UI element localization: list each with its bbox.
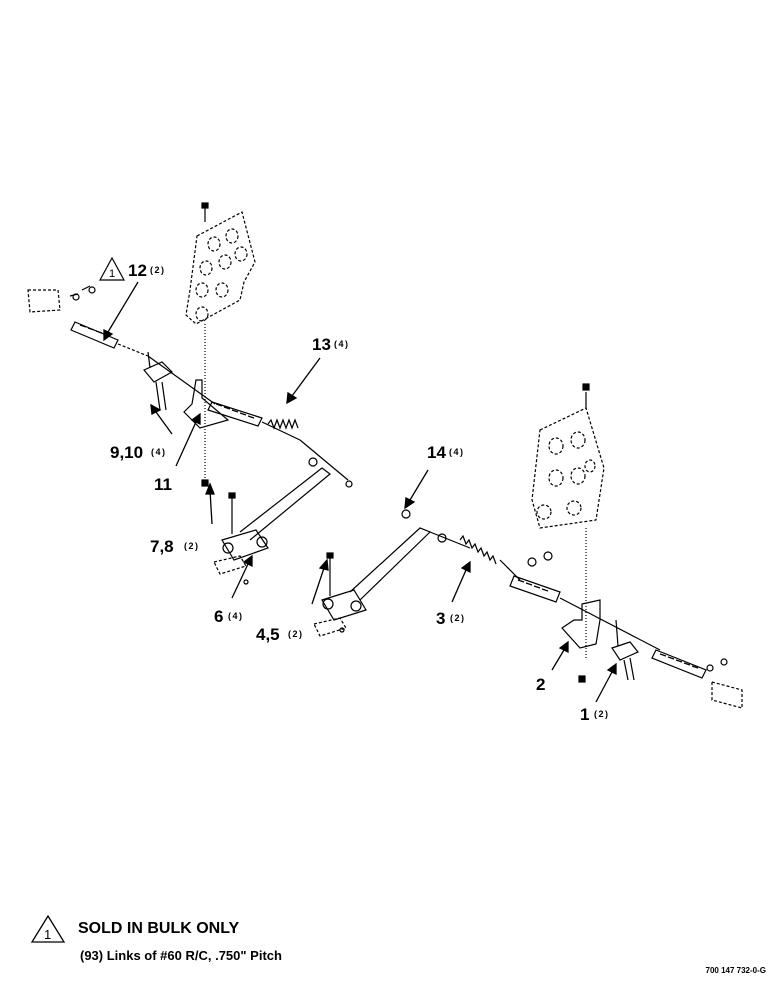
callout-14: 14 <box>427 443 446 462</box>
callout-6-qty: (4) <box>228 611 244 621</box>
drawing-code: 700 147 732-0-G <box>705 966 767 975</box>
right-tensioner <box>561 599 601 649</box>
callout-1: 1 <box>580 705 589 724</box>
right-idler-arm <box>313 509 432 637</box>
callout-11: 11 <box>154 475 172 494</box>
bulk-flag-triangle-icon <box>98 256 126 281</box>
callout-3-qty: (2) <box>450 613 466 623</box>
left-chain <box>27 285 353 488</box>
callout-7-8: 7,8 <box>150 537 174 556</box>
note-title: SOLD IN BULK ONLY <box>78 920 240 937</box>
callout-4-5-qty: (2) <box>288 629 304 639</box>
right-mount-plate <box>531 407 605 529</box>
callout-3: 3 <box>436 609 445 628</box>
callout-13-qty: (4) <box>334 339 350 349</box>
callout-12-qty: (2) <box>150 265 166 275</box>
callout-2: 2 <box>536 675 545 694</box>
callout-12: 12 <box>128 261 147 280</box>
callout-7-8-qty: (2) <box>184 541 200 551</box>
callout-9-10-qty: (4) <box>151 447 167 457</box>
callout-14-qty: (4) <box>449 447 465 457</box>
right-chain-bracket <box>611 619 639 681</box>
callout-9-10: 9,10 <box>110 443 143 462</box>
left-chain-bracket <box>143 351 173 411</box>
bulk-note: 1 SOLD IN BULK ONLY (93) Links of #60 R/… <box>30 914 450 963</box>
bulk-flag-number: 1 <box>109 268 115 280</box>
note-detail: (93) Links of #60 R/C, .750" Pitch <box>80 948 282 963</box>
note-flag-number: 1 <box>44 927 51 942</box>
callout-1-qty: (2) <box>594 709 610 719</box>
callout-4-5: 4,5 <box>256 625 280 644</box>
upper-left-mount-plate <box>185 211 256 325</box>
right-chain <box>429 531 743 709</box>
left-idler-arm <box>213 467 331 585</box>
left-tensioner <box>183 379 230 429</box>
callout-13: 13 <box>312 335 331 354</box>
callout-6: 6 <box>214 607 223 626</box>
note-triangle-icon: 1 <box>30 914 66 943</box>
